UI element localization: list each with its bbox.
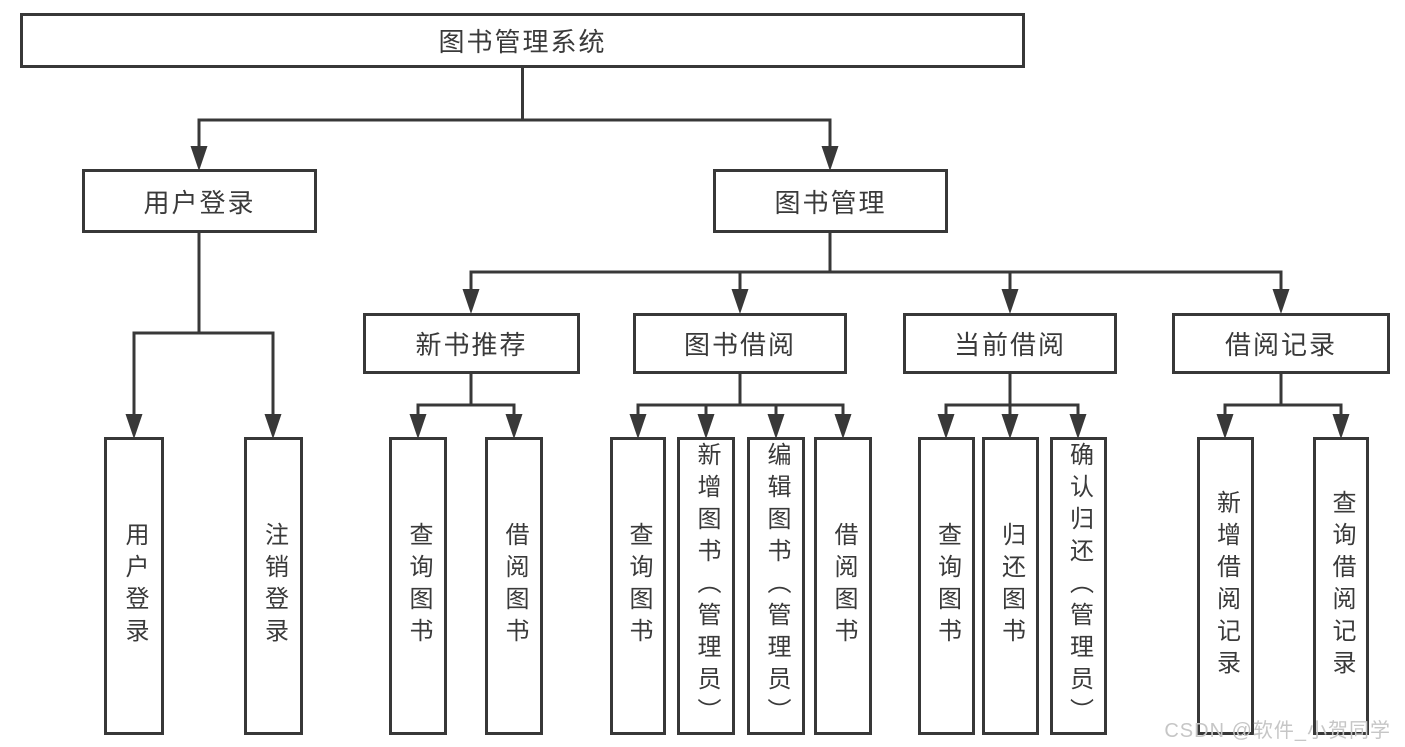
leaf-newbook-query-books: 查询图书 [389, 437, 447, 735]
node-borrowing-records: 借阅记录 [1172, 313, 1390, 374]
node-book-management: 图书管理 [713, 169, 948, 233]
leaf-label: 注销登录 [260, 522, 288, 650]
node-label: 图书管理 [774, 187, 887, 218]
leaf-borrowing-borrow-books: 借阅图书 [814, 437, 872, 735]
leaf-edit-book-admin: 编辑图书（管理员） [747, 437, 805, 735]
leaf-newbook-borrow-books: 借阅图书 [485, 437, 543, 735]
leaf-query-borrow-record: 查询借阅记录 [1313, 437, 1369, 735]
leaf-label: 查询借阅记录 [1328, 490, 1355, 682]
node-label: 新书推荐 [415, 330, 528, 360]
node-book-borrowing: 图书借阅 [633, 313, 847, 374]
node-label: 当前借阅 [953, 330, 1066, 360]
leaf-label: 归还图书 [997, 522, 1025, 650]
node-label: 用户登录 [143, 187, 256, 218]
node-label: 借阅记录 [1224, 330, 1337, 360]
leaf-add-borrow-record: 新增借阅记录 [1197, 437, 1254, 735]
leaf-add-book-admin: 新增图书（管理员） [677, 437, 735, 735]
leaf-return-books: 归还图书 [982, 437, 1039, 735]
leaf-label: 查询图书 [933, 522, 961, 650]
leaf-label: 新增借阅记录 [1212, 490, 1240, 682]
node-user-login: 用户登录 [82, 169, 317, 233]
node-current-borrowing: 当前借阅 [903, 313, 1117, 374]
leaf-current-query-books: 查询图书 [918, 437, 975, 735]
leaf-label: 借阅图书 [830, 522, 857, 650]
leaf-label: 借阅图书 [501, 522, 528, 650]
leaf-label: 查询图书 [405, 522, 432, 650]
leaf-label: 确认归还（管理员） [1065, 442, 1093, 730]
arrowheads [125, 146, 1350, 439]
node-new-book-recommendation: 新书推荐 [363, 313, 580, 374]
csdn-watermark: CSDN @软件_小贺同学 [1164, 720, 1391, 742]
leaf-user-login: 用户登录 [104, 437, 164, 735]
leaf-borrowing-query-books: 查询图书 [610, 437, 666, 735]
leaf-label: 新增图书（管理员） [693, 442, 720, 730]
node-library-system: 图书管理系统 [20, 13, 1025, 68]
leaf-logout: 注销登录 [244, 437, 303, 735]
leaf-label: 查询图书 [625, 522, 652, 650]
node-label: 图书借阅 [683, 330, 796, 360]
leaf-label: 编辑图书（管理员） [763, 442, 790, 730]
leaf-label: 用户登录 [121, 522, 148, 650]
leaf-confirm-return-admin: 确认归还（管理员） [1050, 437, 1107, 735]
node-label: 图书管理系统 [438, 27, 607, 57]
